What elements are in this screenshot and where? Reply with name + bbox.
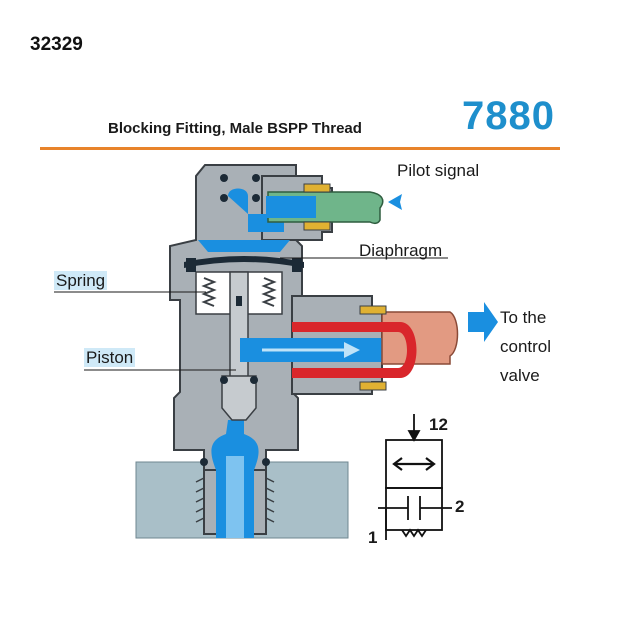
control-valve-label-line3: valve	[500, 366, 540, 385]
o-rings	[186, 174, 302, 466]
control-valve-arrow	[468, 302, 498, 342]
piston-head	[221, 375, 257, 421]
piston-stem	[229, 271, 249, 383]
pilot-signal-label: Pilot signal	[397, 161, 480, 180]
leader-lines	[54, 257, 448, 371]
control-valve-label: To the control valve	[500, 303, 551, 390]
outlet-tube	[381, 311, 459, 365]
port-2-label: 2	[455, 497, 465, 516]
spring-coils	[201, 277, 277, 307]
pilot-tube-inner	[266, 196, 316, 218]
reference-code: 32329	[30, 34, 83, 55]
air-passage-core	[226, 456, 244, 538]
piston-label: Piston	[84, 348, 136, 367]
port-1-label: 1	[368, 528, 378, 547]
outlet-tube-wall	[292, 322, 417, 378]
diaphragm	[184, 256, 304, 268]
diaphragm-label: Diaphragm	[359, 241, 443, 260]
port-12-label: 12	[429, 415, 448, 434]
pneumatic-symbol	[378, 414, 452, 540]
control-valve-label-line2: control	[500, 337, 552, 356]
outlet-collet	[359, 305, 387, 391]
outlet-arrow-head	[344, 342, 360, 358]
pilot-signal-arrow	[388, 194, 402, 210]
spring-label: Spring	[54, 271, 108, 290]
header-divider	[40, 147, 560, 150]
thread-marks	[195, 477, 275, 523]
pilot-collet	[303, 183, 331, 231]
diaphragm-chamber	[198, 240, 290, 252]
product-number: 7880	[462, 94, 555, 138]
page-title: Blocking Fitting, Male BSPP Thread	[108, 120, 362, 137]
control-valve-label-line1: To the	[500, 308, 547, 327]
